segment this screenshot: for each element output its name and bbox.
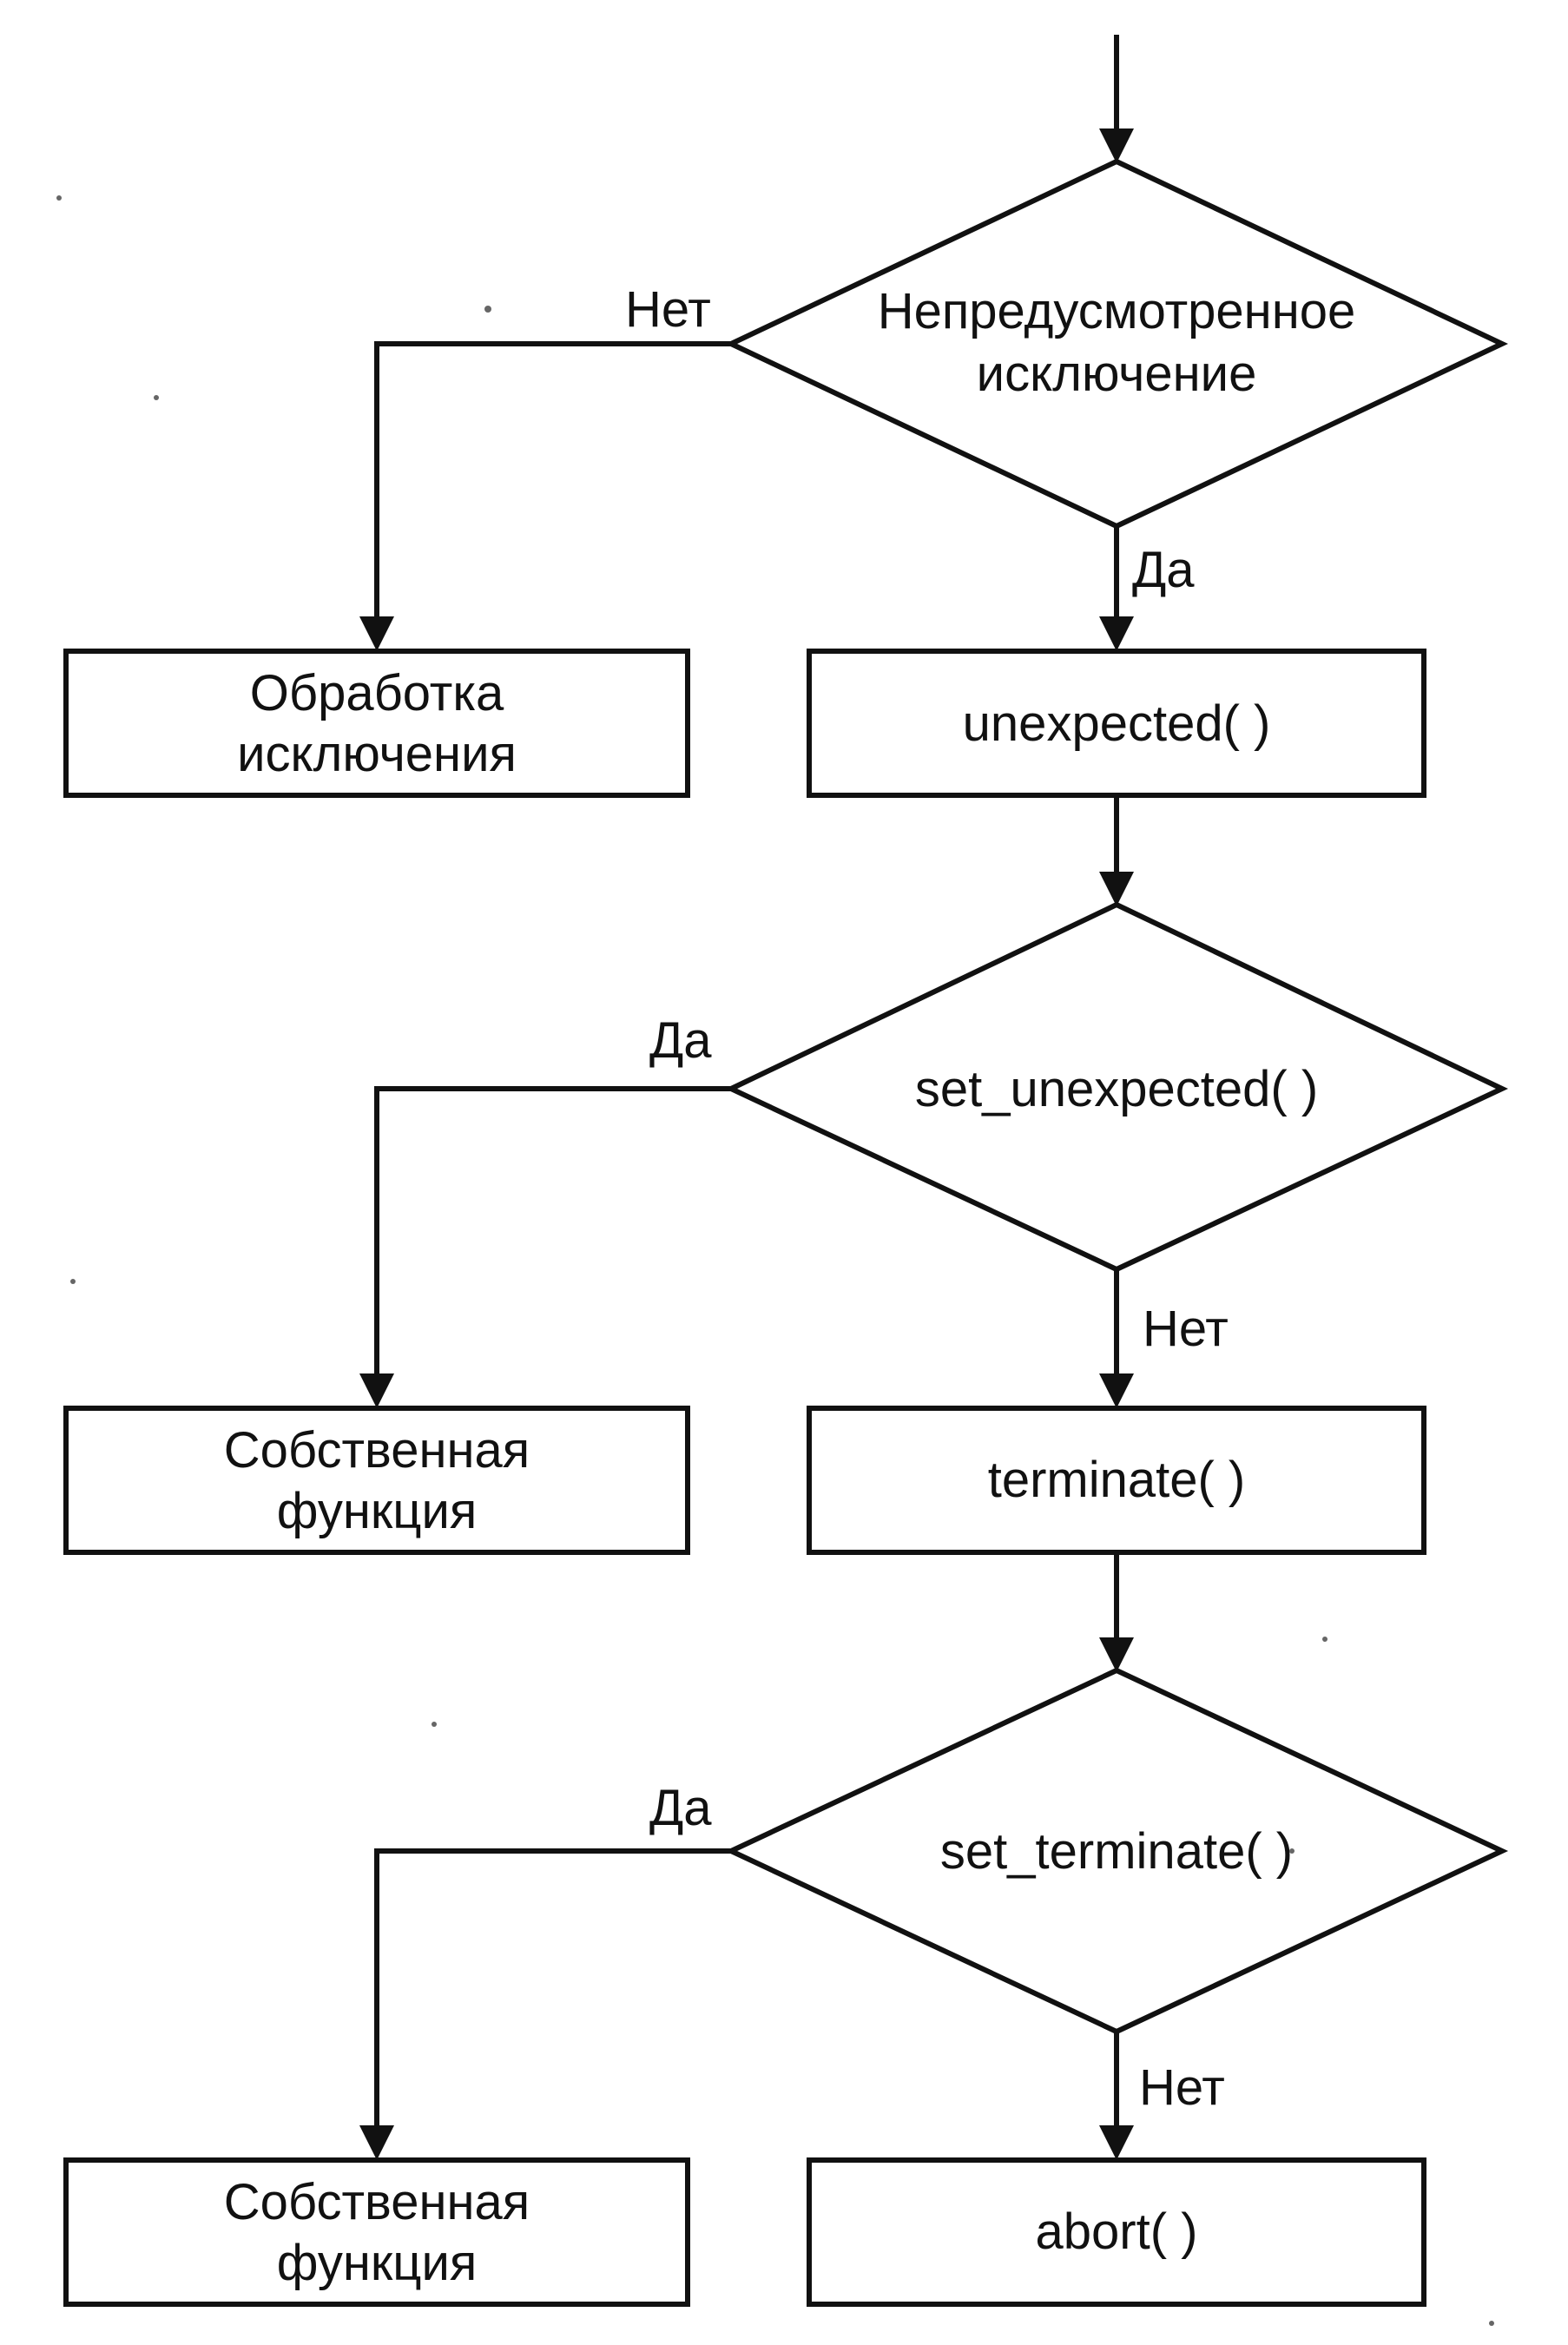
connector-line bbox=[374, 1848, 731, 2127]
connector-decision3-no bbox=[1099, 2032, 1134, 2160]
box-label-line1: Собственная bbox=[224, 2174, 530, 2230]
box-label: terminate( ) bbox=[988, 1452, 1246, 1508]
scan-speck bbox=[1289, 1848, 1295, 1854]
box-label: unexpected( ) bbox=[963, 695, 1271, 752]
connector-line bbox=[374, 1086, 731, 1375]
scan-speck bbox=[484, 306, 491, 313]
connector-unexpected-to-decision2 bbox=[1099, 795, 1134, 906]
arrowhead-icon bbox=[1099, 128, 1134, 163]
box-label-line2: функция bbox=[277, 1483, 478, 1539]
box-terminate: terminate( ) bbox=[807, 1406, 1426, 1555]
box-own-function-1: Собственная функция bbox=[63, 1406, 690, 1555]
decision-label-line2: исключение bbox=[977, 346, 1257, 402]
box-abort: abort( ) bbox=[807, 2157, 1426, 2307]
arrowhead-icon bbox=[359, 616, 394, 651]
box-exception-handling: Обработка исключения bbox=[63, 649, 690, 798]
process-box bbox=[63, 649, 690, 798]
arrowhead-icon bbox=[359, 1373, 394, 1408]
decision-unexpected-exception: Непредусмотренное исключение bbox=[724, 158, 1509, 530]
decision-set-terminate: set_terminate( ) bbox=[724, 1667, 1509, 2035]
scan-speck bbox=[1489, 2321, 1494, 2326]
scan-specks bbox=[56, 195, 1494, 2326]
decision-label-line1: Непредусмотренное bbox=[878, 283, 1356, 339]
arrowhead-icon bbox=[1099, 1637, 1134, 1672]
decision-label: set_terminate( ) bbox=[940, 1823, 1293, 1880]
connector-line bbox=[374, 341, 731, 618]
connector-decision2-yes bbox=[359, 1086, 731, 1408]
arrowhead-icon bbox=[1099, 872, 1134, 906]
edge-label-no-2: Нет bbox=[1143, 1301, 1229, 1357]
connector-decision2-no bbox=[1099, 1269, 1134, 1408]
box-label-line1: Собственная bbox=[224, 1422, 530, 1479]
decision-set-unexpected: set_unexpected( ) bbox=[724, 901, 1509, 1273]
edge-label-yes-2: Да bbox=[649, 1012, 712, 1069]
decision-label: set_unexpected( ) bbox=[915, 1061, 1318, 1117]
edge-label-no-1: Нет bbox=[625, 281, 711, 338]
connector-decision3-yes bbox=[359, 1848, 731, 2160]
connector-terminate-to-decision3 bbox=[1099, 1552, 1134, 1672]
scan-speck bbox=[432, 1722, 437, 1727]
process-box bbox=[63, 2157, 690, 2307]
scan-speck bbox=[154, 395, 159, 400]
process-box bbox=[807, 649, 1426, 798]
edge-label-yes-1: Да bbox=[1132, 542, 1195, 598]
connector-decision1-no bbox=[359, 341, 731, 651]
box-label-line1: Обработка bbox=[250, 665, 504, 721]
connector-decision1-yes bbox=[1099, 526, 1134, 651]
box-label: abort( ) bbox=[1036, 2203, 1198, 2260]
arrowhead-icon bbox=[1099, 2125, 1134, 2160]
edge-label-no-3: Нет bbox=[1139, 2059, 1225, 2116]
scan-speck bbox=[1322, 1637, 1328, 1642]
edge-label-yes-3: Да bbox=[649, 1780, 712, 1836]
process-box bbox=[807, 1406, 1426, 1555]
box-own-function-2: Собственная функция bbox=[63, 2157, 690, 2307]
arrowhead-icon bbox=[359, 2125, 394, 2160]
connector-entry bbox=[1099, 35, 1134, 163]
box-label-line2: функция bbox=[277, 2235, 478, 2291]
scan-speck bbox=[56, 195, 62, 201]
scan-speck bbox=[70, 1279, 76, 1284]
arrowhead-icon bbox=[1099, 616, 1134, 651]
arrowhead-icon bbox=[1099, 1373, 1134, 1408]
box-label-line2: исключения bbox=[237, 726, 517, 782]
box-unexpected: unexpected( ) bbox=[807, 649, 1426, 798]
decision-diamond bbox=[724, 158, 1509, 530]
process-box bbox=[63, 1406, 690, 1555]
